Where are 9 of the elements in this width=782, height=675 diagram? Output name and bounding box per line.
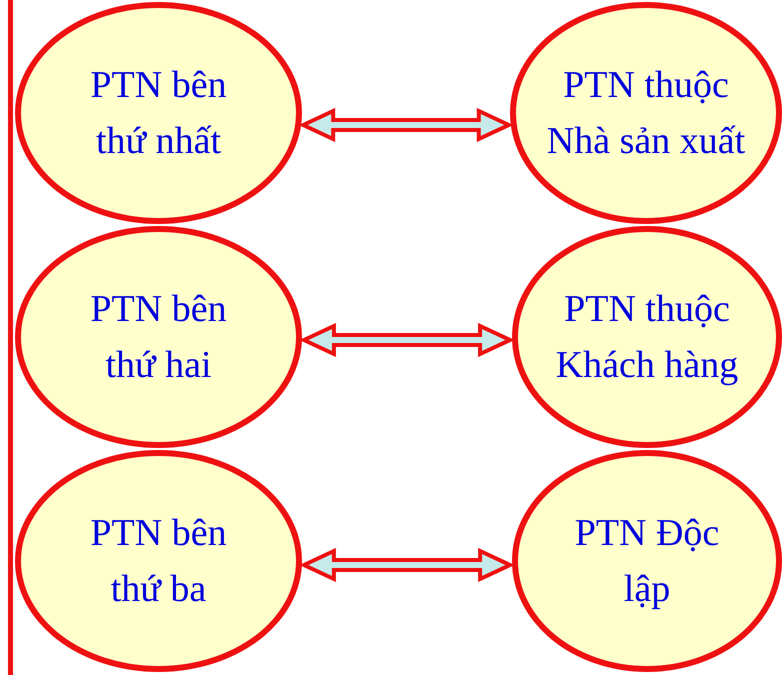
node-label: PTN bên thứ ba xyxy=(89,511,228,612)
node-label: PTN Độc lập xyxy=(574,511,720,612)
node-label: PTN thuộc Nhà sản xuất xyxy=(546,63,746,164)
double-arrow xyxy=(299,322,515,358)
node-label: PTN thuộc Khách hàng xyxy=(554,287,740,388)
double-arrow xyxy=(299,548,515,582)
double-arrow xyxy=(298,108,514,142)
node-label: PTN bên thứ hai xyxy=(89,287,228,388)
node-label: PTN bên thứ nhất xyxy=(89,63,228,164)
